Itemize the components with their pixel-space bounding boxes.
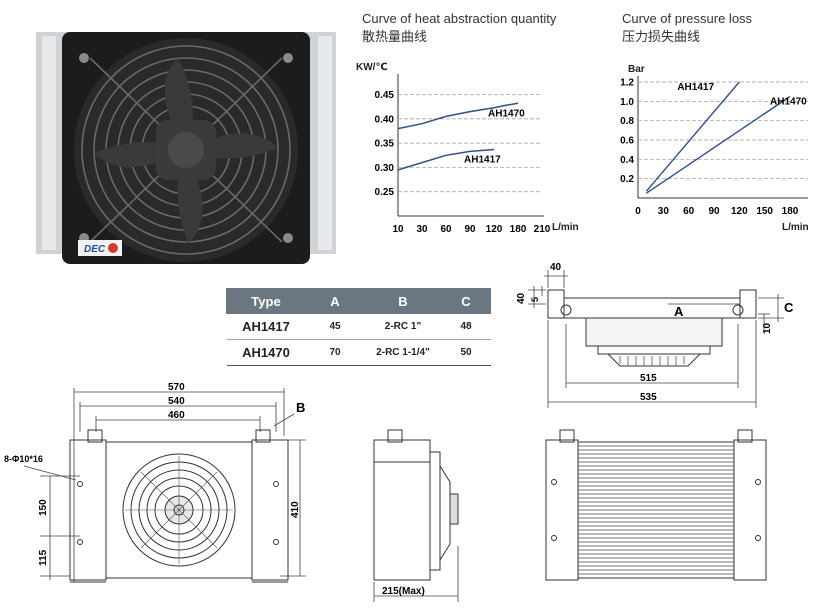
heat-x-tick: 10	[392, 224, 404, 235]
heat-chart: KW/℃ L/min 0.45 0.40 0.35 0.30 0.25 10 30 60 90 1…	[356, 62, 579, 235]
pressure-x-tick: 150	[756, 206, 773, 217]
pressure-y-tick: 1.0	[620, 97, 634, 108]
rear-view-drawing	[545, 429, 767, 581]
top-view-drawing: 40 5 40 A C 10 515 535	[516, 262, 794, 408]
cell-c: 48	[441, 313, 491, 340]
col-header-c: C	[441, 288, 491, 314]
heat-chart-title-cn: 散热量曲线	[362, 29, 428, 44]
cell-c: 50	[441, 339, 491, 366]
product-photo: DEC	[36, 32, 336, 264]
heat-series-line	[397, 102, 519, 130]
spec-table: Type A B C AH1417 45 2-RC 1" 48 AH1470 7…	[226, 288, 491, 366]
dim-150: 150	[38, 499, 49, 516]
heat-x-tick: 120	[486, 224, 503, 235]
cell-type: AH1470	[226, 339, 306, 366]
pressure-series-line	[645, 81, 740, 192]
heat-y-tick: 0.30	[375, 163, 395, 174]
heat-y-tick: 0.25	[375, 187, 395, 198]
motor-fins	[619, 356, 685, 366]
pressure-y-tick: 0.2	[620, 174, 634, 185]
heat-x-tick: 60	[440, 224, 452, 235]
pressure-series-label: AH1417	[677, 82, 714, 93]
heat-x-tick: 30	[416, 224, 428, 235]
pressure-series-label: AH1470	[770, 97, 807, 108]
dim-410: 410	[290, 501, 301, 518]
pressure-chart: Bar L/min 1.2 1.0 0.8 0.6 0.4 0.2 0 30 60 90 120 15…	[620, 64, 809, 233]
side-view-drawing: 215(Max)	[373, 429, 459, 602]
pressure-y-tick: 0.6	[620, 136, 634, 147]
dim-holes: 8-Φ10*16	[4, 454, 43, 464]
pressure-y-tick: 0.8	[620, 116, 634, 127]
dim-10: 10	[762, 322, 773, 334]
pressure-x-tick: 120	[731, 206, 748, 217]
dim-115: 115	[38, 549, 49, 566]
cell-b: 2-RC 1-1/4"	[364, 339, 442, 366]
pressure-chart-xlabel: L/min	[782, 222, 809, 233]
cell-b: 2-RC 1"	[364, 313, 442, 340]
heat-x-tick: 210	[534, 224, 551, 235]
cell-a: 70	[305, 339, 365, 366]
heat-x-tick: 180	[510, 224, 527, 235]
dim-515: 515	[640, 373, 657, 384]
dim-40-top: 40	[550, 262, 562, 273]
front-fan-spokes	[125, 456, 233, 564]
pressure-y-tick: 1.2	[620, 78, 634, 89]
dim-5: 5	[530, 297, 540, 302]
heat-series-line	[397, 148, 495, 171]
pressure-chart-title-cn: 压力损失曲线	[622, 29, 701, 44]
dim-540: 540	[168, 396, 185, 407]
cell-a: 45	[305, 313, 365, 340]
pressure-x-tick: 90	[708, 206, 720, 217]
col-header-b: B	[364, 288, 442, 314]
table-row: AH1470 70 2-RC 1-1/4" 50	[226, 339, 491, 366]
dim-label-c: C	[784, 300, 794, 315]
heat-y-tick: 0.40	[375, 114, 395, 125]
pressure-chart-title-en: Curve of pressure loss	[622, 11, 753, 26]
dim-460: 460	[168, 410, 185, 421]
heat-y-tick: 0.45	[375, 90, 395, 101]
pressure-x-tick: 0	[635, 206, 641, 217]
dim-215max: 215(Max)	[382, 586, 425, 597]
svg-text:DEC: DEC	[84, 244, 106, 255]
cell-type: AH1417	[226, 313, 306, 340]
heat-series-label: AH1417	[464, 154, 501, 165]
front-view-drawing: 570 540 460 B 8-Φ10*16 150 115 410	[4, 382, 306, 583]
heat-chart-xlabel: L/min	[552, 222, 579, 233]
dim-label-b: B	[296, 400, 305, 415]
dim-40-side: 40	[516, 292, 527, 304]
col-header-type: Type	[226, 288, 306, 314]
dim-label-a: A	[674, 304, 684, 319]
pressure-x-tick: 30	[658, 206, 670, 217]
dim-570: 570	[168, 382, 185, 393]
heat-x-tick: 90	[464, 224, 476, 235]
heat-y-tick: 0.35	[375, 139, 395, 150]
cooling-fins	[578, 445, 734, 575]
heat-chart-title-en: Curve of heat abstraction quantity	[362, 11, 557, 26]
pressure-chart-ylabel: Bar	[628, 64, 645, 75]
pressure-x-tick: 180	[782, 206, 799, 217]
table-row: AH1417 45 2-RC 1" 48	[226, 313, 491, 340]
heat-series-label: AH1470	[488, 108, 525, 119]
dim-535: 535	[640, 392, 657, 403]
pressure-y-tick: 0.4	[620, 155, 634, 166]
pressure-series-line	[646, 95, 791, 194]
col-header-a: A	[305, 288, 365, 314]
heat-chart-ylabel: KW/℃	[356, 62, 388, 73]
pressure-x-tick: 60	[683, 206, 695, 217]
